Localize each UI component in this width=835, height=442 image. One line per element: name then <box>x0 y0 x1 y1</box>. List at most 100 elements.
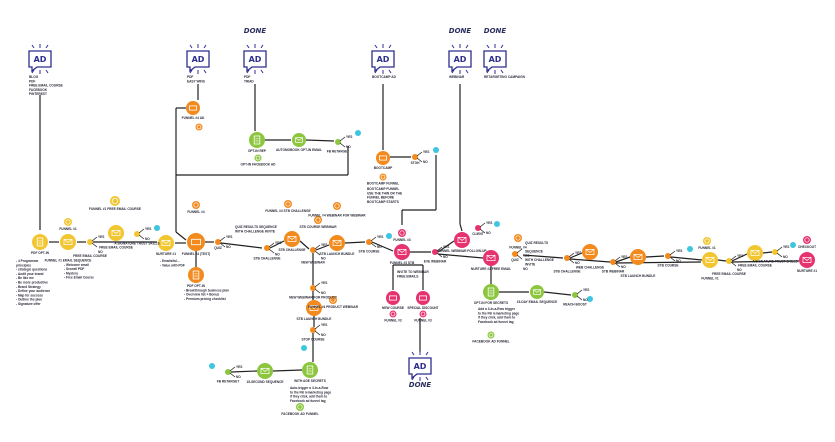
funnel-tag-f7[interactable] <box>314 216 322 224</box>
email-node-p6[interactable] <box>799 252 815 268</box>
node-label: FREE EMAIL COURSE <box>99 246 133 250</box>
funnel-tag-f9[interactable] <box>398 229 406 237</box>
decision-dot-d8[interactable] <box>432 246 443 258</box>
funnel-tag-f14[interactable] <box>803 236 811 244</box>
ad-ad4[interactable]: AD <box>371 44 395 74</box>
node-label: STB COURSE <box>359 249 380 253</box>
note-line-t6: BOOTCAMP FUNNEL <box>367 187 399 191</box>
decision-dot-g11[interactable] <box>225 366 236 378</box>
decision-dot-d3[interactable] <box>215 236 226 248</box>
ad-ad6[interactable]: AD <box>483 44 507 74</box>
ad-icon: AD <box>186 44 210 74</box>
no-label: NO <box>321 291 326 295</box>
email-node-o2[interactable] <box>329 235 345 251</box>
decision-dot-d10[interactable] <box>512 248 523 260</box>
ad-ad2[interactable]: AD <box>186 44 210 74</box>
note-line-t1: - Signature offer <box>16 302 41 306</box>
decision-dot-d14[interactable] <box>726 255 737 267</box>
email-node-p1[interactable] <box>394 244 410 260</box>
note-line-t6: USE THE THIN OR THE <box>367 191 402 195</box>
ad-ad7[interactable]: AD <box>408 351 432 381</box>
decision-dot-c1[interactable] <box>154 225 160 231</box>
funnel-tag-g12[interactable] <box>296 403 304 411</box>
funnel-tag-f10[interactable] <box>389 310 397 318</box>
decision-dot-d1[interactable] <box>87 236 98 248</box>
funnel-tag-f6[interactable] <box>284 200 292 208</box>
decision-dot-c5[interactable] <box>494 221 500 227</box>
decision-dot-d4[interactable] <box>264 242 275 254</box>
ad-ad1[interactable]: AD <box>28 44 52 74</box>
funnel-page-node-p4[interactable] <box>386 291 400 305</box>
funnel-tag-f2[interactable] <box>110 196 120 206</box>
email-node-n3[interactable] <box>108 225 124 241</box>
ad-ad5[interactable]: AD <box>448 44 472 74</box>
funnel-tag-f12[interactable] <box>514 234 522 242</box>
decision-dot-c9[interactable] <box>301 345 307 351</box>
svg-text:AD: AD <box>454 55 467 64</box>
decision-dot-c10[interactable] <box>209 363 215 369</box>
email-node-o5[interactable] <box>306 300 322 316</box>
node-label: EVE WEBINAR <box>424 259 447 263</box>
email-node-g6[interactable] <box>530 285 544 299</box>
decision-dot-c3[interactable] <box>433 147 439 153</box>
funnel-page-node-b1[interactable] <box>376 151 390 165</box>
email-node-o4[interactable] <box>630 249 646 265</box>
funnel-tag-f4[interactable] <box>192 201 200 209</box>
email-node-o3[interactable] <box>582 244 598 260</box>
email-node-g10[interactable] <box>257 363 273 379</box>
decision-dot-d2[interactable] <box>134 228 145 240</box>
decision-dot-g7[interactable] <box>572 289 583 301</box>
funnel-tag-icon <box>65 219 71 225</box>
decision-dot-d6[interactable] <box>310 244 321 256</box>
email-node-y1[interactable] <box>702 252 718 268</box>
decision-dot-c4[interactable] <box>386 233 392 239</box>
funnel-tag-icon <box>315 217 321 223</box>
decision-dot-d13[interactable] <box>665 250 676 262</box>
ad-ad3[interactable]: AD <box>243 44 267 74</box>
email-node-p3[interactable] <box>483 250 499 266</box>
optin-node-g5[interactable] <box>483 284 499 300</box>
decision-dot-d5[interactable] <box>412 151 423 163</box>
decision-dot-d12[interactable] <box>610 256 621 268</box>
funnel-tag-f5[interactable] <box>379 173 387 181</box>
optin-node-g1[interactable] <box>249 132 265 148</box>
node-label: WITH AGE SECRETS <box>294 379 326 383</box>
funnel-page-node-n7[interactable] <box>186 101 200 115</box>
email-node-n4[interactable] <box>158 235 174 251</box>
funnel-page-node-n5[interactable] <box>187 233 205 251</box>
email-node-o1[interactable] <box>284 231 300 247</box>
funnel-page-node-p5[interactable] <box>416 291 430 305</box>
decision-dot-c6[interactable] <box>587 296 593 302</box>
funnel-tag-f11[interactable] <box>419 310 427 318</box>
decision-dot-c7[interactable] <box>687 246 693 252</box>
email-node-y2[interactable] <box>747 245 763 261</box>
decision-dot-g4[interactable] <box>335 136 346 148</box>
decision-dot-d7[interactable] <box>366 236 377 248</box>
decision-dot-c8[interactable] <box>790 242 796 248</box>
yes-label: YES <box>377 235 383 239</box>
decision-dot-c2[interactable] <box>355 130 361 136</box>
funnel-tag-f13[interactable] <box>703 237 711 245</box>
decision-dot-d11[interactable] <box>564 252 575 264</box>
funnel-tag-f15[interactable] <box>329 296 337 304</box>
node-label: FUNNEL #1 FREE EMAIL COURSE <box>89 207 141 211</box>
email-node-g3[interactable] <box>292 133 306 147</box>
funnel-tag-g2[interactable] <box>254 154 262 162</box>
decision-dot-d9[interactable] <box>475 222 486 234</box>
decision-dot-d15[interactable] <box>772 246 783 258</box>
email-node-p2[interactable] <box>454 232 470 248</box>
node-label: FUNNEL #1 EMAIL SEQUENCE <box>45 259 92 263</box>
decision-dot-d17[interactable] <box>310 324 321 336</box>
note-line-t10: Auto-trigger a 3-In-a-Row <box>290 386 329 390</box>
funnel-tag-f1[interactable] <box>64 218 72 226</box>
optin-node-n1[interactable] <box>32 234 48 250</box>
decision-dot-d16[interactable] <box>310 282 321 294</box>
email-node-n2[interactable] <box>60 234 76 250</box>
optin-node-n6[interactable] <box>188 267 204 283</box>
ad-label: PINTEREST <box>29 92 47 96</box>
funnel-tag-f3[interactable] <box>195 123 203 131</box>
funnel-tag-f8[interactable] <box>333 202 341 210</box>
funnel-tag-g8[interactable] <box>487 331 495 339</box>
node-label: OPT-IN FACEBOOK AD <box>241 163 277 167</box>
optin-node-g9[interactable] <box>302 362 318 378</box>
